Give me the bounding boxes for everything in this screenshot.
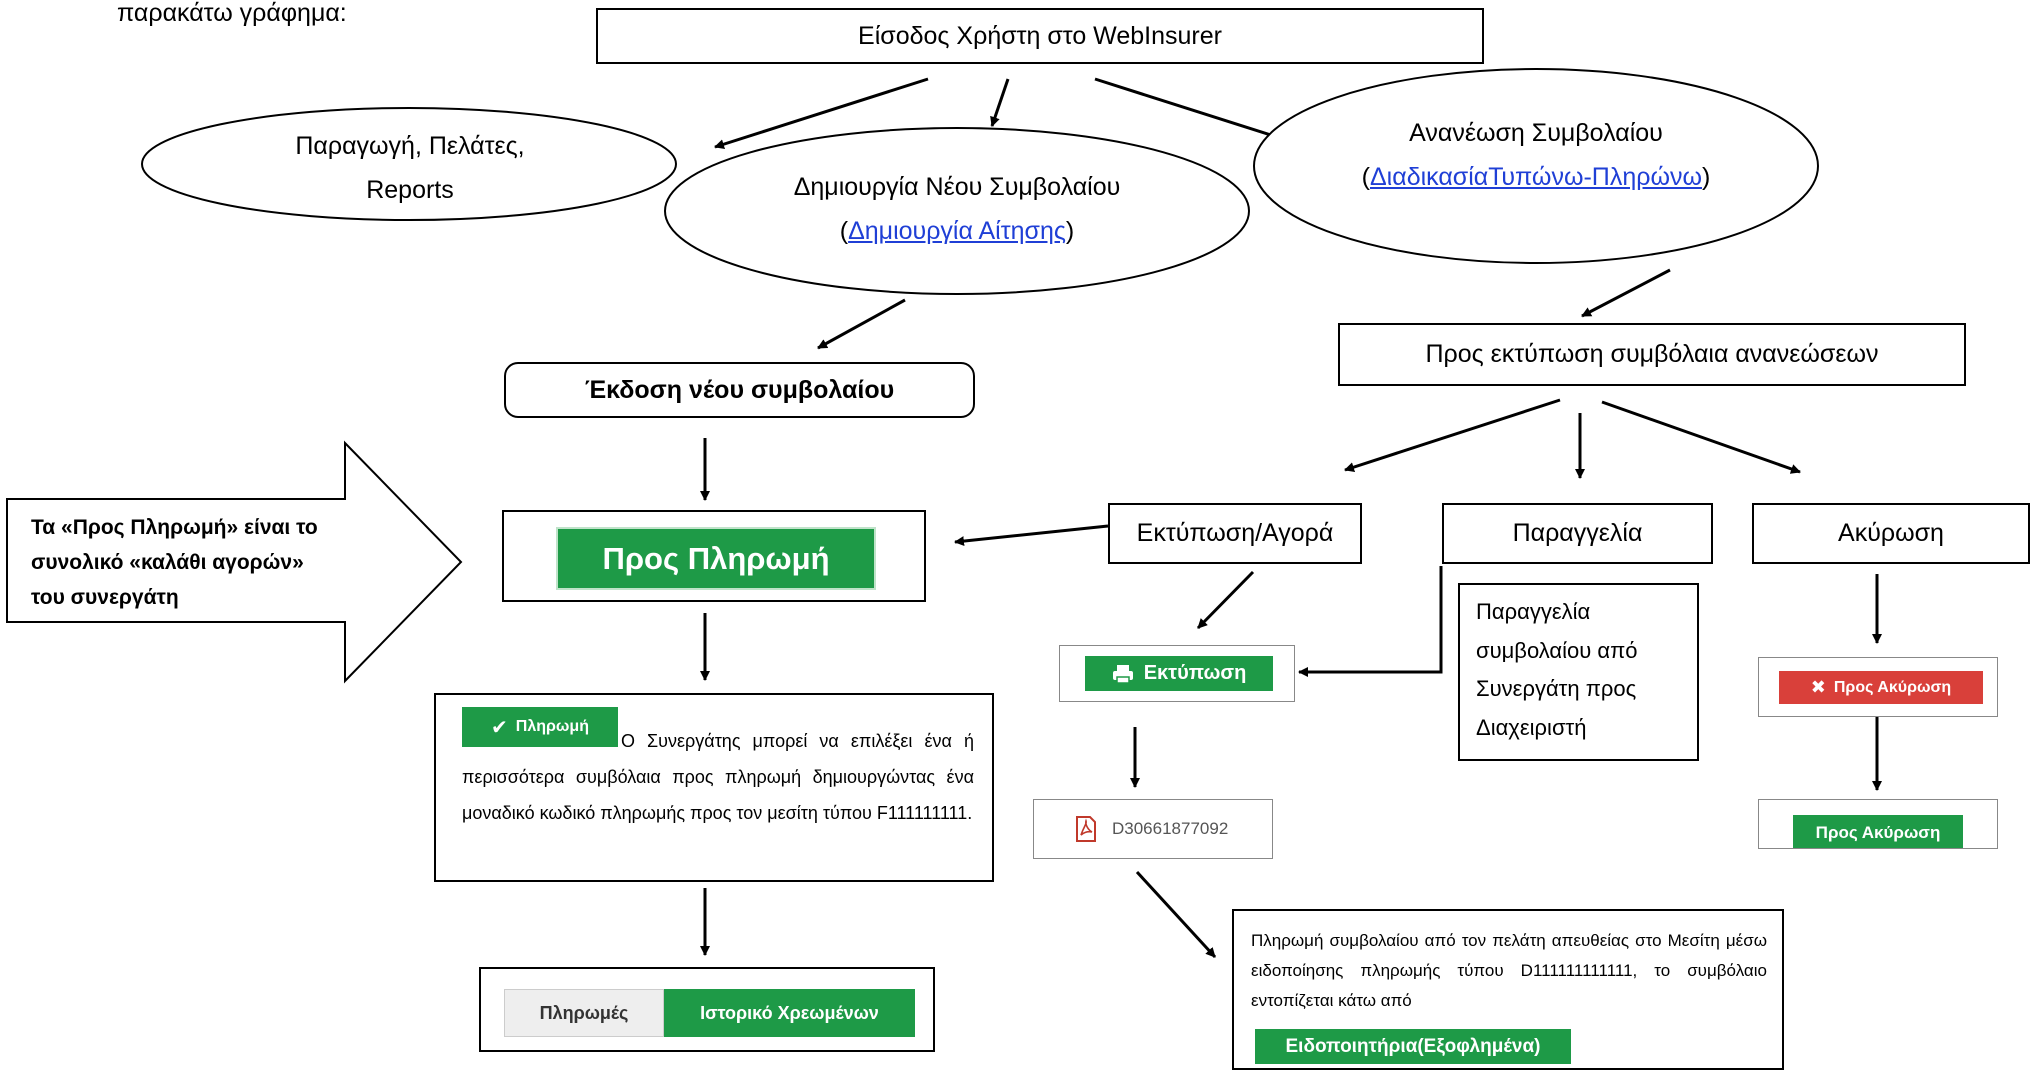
client-payment-box: Πληρωμή συμβολαίου από τον πελάτη απευθε… — [1232, 909, 1784, 1070]
renewals-to-print-box: Προς εκτύπωση συμβόλαια ανανεώσεων — [1338, 323, 1966, 386]
renewal-label: Ανανέωση Συμβολαίου (ΔιαδικασίαΤυπώνω-Πλ… — [1361, 119, 1711, 191]
production-ellipse — [141, 107, 677, 221]
production-label: Παραγωγή, Πελάτες, Reports — [295, 132, 525, 204]
tabs-frame: Πληρωμές Ιστορικό Χρεωμένων — [479, 967, 935, 1052]
tab-payments[interactable]: Πληρωμές — [504, 989, 664, 1037]
payment-description-box: ✔ Πληρωμή Ο Συνεργάτης μπορεί να επιλέξε… — [434, 693, 994, 882]
renewal-ellipse — [1253, 68, 1819, 264]
new-policy-label: Δημιουργία Νέου Συμβολαίου (Δημιουργία Α… — [793, 173, 1121, 245]
print-frame: Εκτύπωση — [1059, 645, 1295, 702]
cancel-box: Ακύρωση — [1752, 503, 2030, 564]
pdf-icon[interactable] — [1074, 816, 1098, 842]
pdf-frame: D30661877092 — [1033, 799, 1273, 859]
create-application-link[interactable]: Δημιουργία Αίτησης — [848, 217, 1066, 245]
client-payment-text: Πληρωμή συμβολαίου από τον πελάτη απευθε… — [1251, 931, 1767, 1010]
pdf-filename[interactable]: D30661877092 — [1112, 819, 1229, 838]
x-icon: ✖ — [1810, 677, 1826, 697]
tab-charged-history[interactable]: Ιστορικό Χρεωμένων — [664, 989, 915, 1037]
new-policy-ellipse — [664, 127, 1250, 295]
print-button[interactable]: Εκτύπωση — [1085, 656, 1273, 691]
payment-description-text: Ο Συνεργάτης μπορεί να επιλέξει ένα ή πε… — [462, 731, 974, 823]
to-payment-frame: Προς Πληρωμή — [502, 510, 926, 602]
callout-text: Τα «Προς Πληρωμή» είναι το συνολικό «καλ… — [31, 516, 318, 609]
cancel-green-frame: Προς Ακύρωση — [1758, 799, 1998, 849]
payment-button[interactable]: ✔ Πληρωμή — [462, 707, 618, 747]
printer-icon — [1112, 664, 1133, 684]
issue-new-policy-box: Έκδοση νέου συμβολαίου — [504, 362, 975, 418]
notices-paid-button[interactable]: Ειδοποιητήρια(Εξοφλημένα) — [1255, 1029, 1571, 1064]
callout-arrow-shape — [6, 440, 463, 684]
print-pay-process-link[interactable]: ΔιαδικασίαΤυπώνω-Πληρώνω — [1369, 163, 1703, 191]
to-cancel-red-button[interactable]: ✖ Προς Ακύρωση — [1779, 671, 1983, 704]
order-box: Παραγγελία — [1442, 503, 1713, 564]
order-note-box: Παραγγελία συμβολαίου από Συνεργάτη προς… — [1458, 583, 1699, 761]
to-payment-button[interactable]: Προς Πληρωμή — [556, 527, 876, 590]
to-cancel-green-button[interactable]: Προς Ακύρωση — [1793, 815, 1963, 848]
intro-text: παρακάτω γράφημα: — [117, 0, 347, 27]
cancel-red-frame: ✖ Προς Ακύρωση — [1758, 657, 1998, 717]
login-box: Είσοδος Χρήστη στο WebInsurer — [596, 8, 1484, 64]
print-buy-box: Εκτύπωση/Αγορά — [1108, 503, 1362, 564]
check-icon: ✔ — [491, 716, 508, 739]
